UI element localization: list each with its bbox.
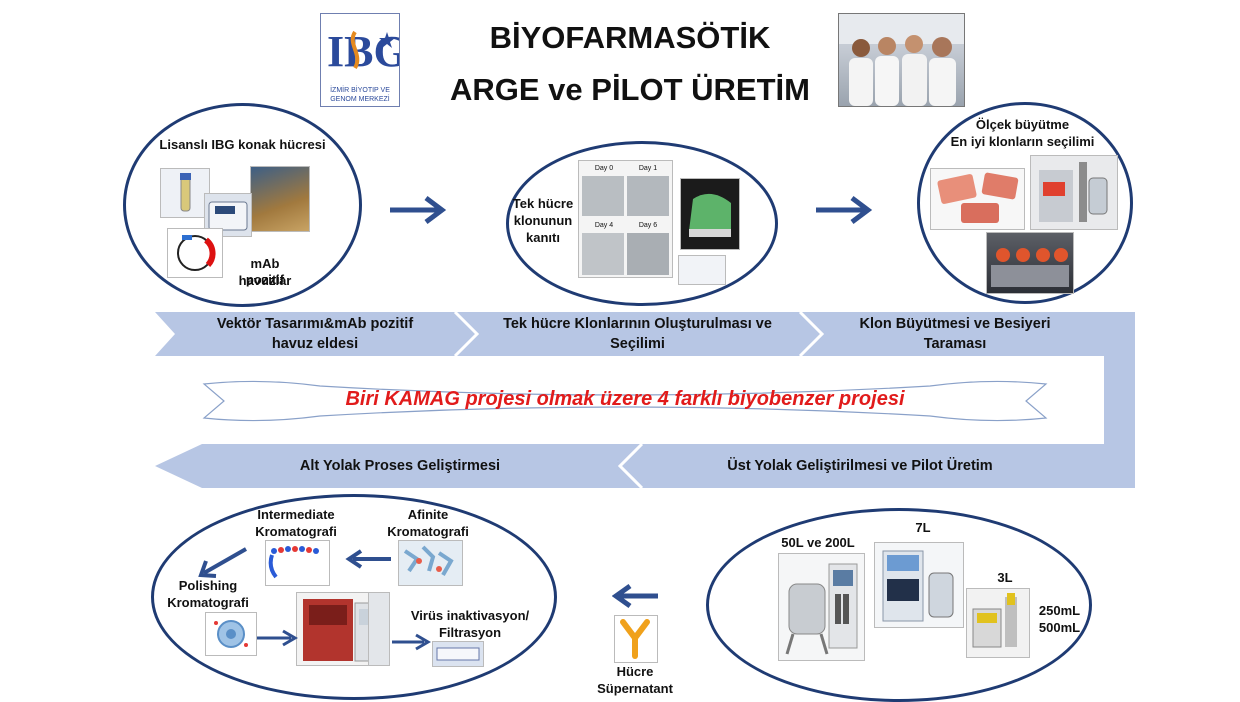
affinity-label-line2: Kromatografi xyxy=(387,524,469,539)
bioreactor-image xyxy=(1030,155,1118,230)
vol-7l-label: 7L xyxy=(915,520,931,535)
bioreactor-7l-image xyxy=(874,542,964,628)
day4-label: Day 4 xyxy=(594,222,614,229)
day0-label: Day 0 xyxy=(594,165,614,172)
step3-label-line2: Taraması xyxy=(923,336,987,352)
intermediate-label-line2: Kromatografi xyxy=(255,524,337,539)
vol-50-200-label: 50L ve 200L xyxy=(781,535,855,550)
vol-500ml-label: 500mL xyxy=(1038,620,1081,635)
logo-caption-line1: İZMİR BİYOTIP VE xyxy=(330,85,390,94)
day1-label: Day 1 xyxy=(638,165,658,172)
page-title-line2: ARGE ve PİLOT ÜRETİM xyxy=(450,72,810,107)
supernatant-label-line1: Hücre xyxy=(616,664,654,679)
day1-image xyxy=(627,176,669,216)
bioreactor-50-200l-image xyxy=(778,553,865,661)
shake-flasks-image xyxy=(986,232,1074,294)
downstream-band-label: Alt Yolak Proses Geliştirmesi xyxy=(299,458,501,474)
bioreactor-3l-image xyxy=(966,588,1030,658)
page-title-line1: BİYOFARMASÖTİK xyxy=(489,20,771,55)
single-cell-label-line2: klonunun xyxy=(513,213,573,228)
arrow-system-to-filtration xyxy=(392,633,431,651)
team-photo xyxy=(838,13,965,107)
virus-label-line1: Virüs inaktivasyon/ xyxy=(410,608,530,623)
logo-caption-line2: GENOM MERKEZİ xyxy=(330,94,390,103)
arrow-upstream-to-downstream xyxy=(612,583,658,609)
step3-label-line1: Klon Büyütmesi ve Besiyeri xyxy=(859,316,1051,332)
ibg-logo: IBG İZMİR BİYOTIP VE GENOM MERKEZİ xyxy=(320,13,400,107)
day4-image xyxy=(582,233,624,275)
intermediate-chromatography-image xyxy=(265,540,330,586)
intermediate-label-line1: Intermediate xyxy=(257,507,335,522)
well-plate-image xyxy=(678,255,726,285)
arrow-polishing-to-system xyxy=(257,629,298,647)
step1-label-line1: Vektör Tasarımı&mAb pozitif xyxy=(216,316,414,332)
step1-label-line2: havuz eldesi xyxy=(271,336,359,352)
single-cell-label-line1: Tek hücre xyxy=(512,196,574,211)
host-cell-label: Lisanslı IBG konak hücresi xyxy=(159,137,326,152)
project-banner-text: Biri KAMAG projesi olmak üzere 4 farklı … xyxy=(345,388,905,410)
step2-label-line2: Seçilimi xyxy=(610,336,665,352)
plasmid-map-image xyxy=(167,228,223,278)
cell-imager-image xyxy=(680,178,740,250)
vol-250ml-label: 250mL xyxy=(1038,603,1081,618)
vol-3l-label: 3L xyxy=(997,570,1013,585)
day6-image xyxy=(627,233,669,275)
supernatant-label-line2: Süpernatant xyxy=(597,681,673,696)
day-images-grid: Day 0 Day 1 Day 4 Day 6 xyxy=(578,160,673,278)
day0-image xyxy=(582,176,624,216)
arrow-affinity-to-intermediate xyxy=(345,549,391,569)
filtration-image xyxy=(432,641,484,667)
day6-label: Day 6 xyxy=(638,222,658,229)
culture-plates-image xyxy=(930,168,1025,230)
project-banner-shape xyxy=(202,380,1048,422)
antibody-icon xyxy=(614,615,658,663)
system-side-module-image xyxy=(368,592,390,666)
polishing-chromatography-image xyxy=(205,612,257,656)
polishing-label-line2: Kromatografi xyxy=(167,595,249,610)
virus-label-line2: Filtrasyon xyxy=(438,625,502,640)
upstream-band-label: Üst Yolak Geliştirilmesi ve Pilot Üretim xyxy=(727,458,993,474)
scale-up-label-line1: Ölçek büyütme xyxy=(975,117,1070,132)
polishing-label-line1: Polishing xyxy=(178,578,238,593)
arrow-right-1 xyxy=(390,196,447,224)
cell-vial-image xyxy=(160,168,210,218)
affinity-chromatography-image xyxy=(398,540,463,586)
scale-up-label-line2: En iyi klonların seçilimi xyxy=(950,134,1095,149)
step2-label-line1: Tek hücre Klonlarının Oluşturulması ve xyxy=(503,316,772,332)
mab-pool-label-line1: mAb pozitif xyxy=(245,256,285,287)
single-cell-label-line3: kanıtı xyxy=(526,230,560,245)
arrow-intermediate-to-polishing xyxy=(198,547,247,578)
instrument-image xyxy=(204,193,252,237)
arrow-right-2 xyxy=(816,196,873,224)
mab-pool-label-line2: havuzlar xyxy=(238,273,292,288)
affinity-label-line1: Afinite xyxy=(407,507,449,522)
